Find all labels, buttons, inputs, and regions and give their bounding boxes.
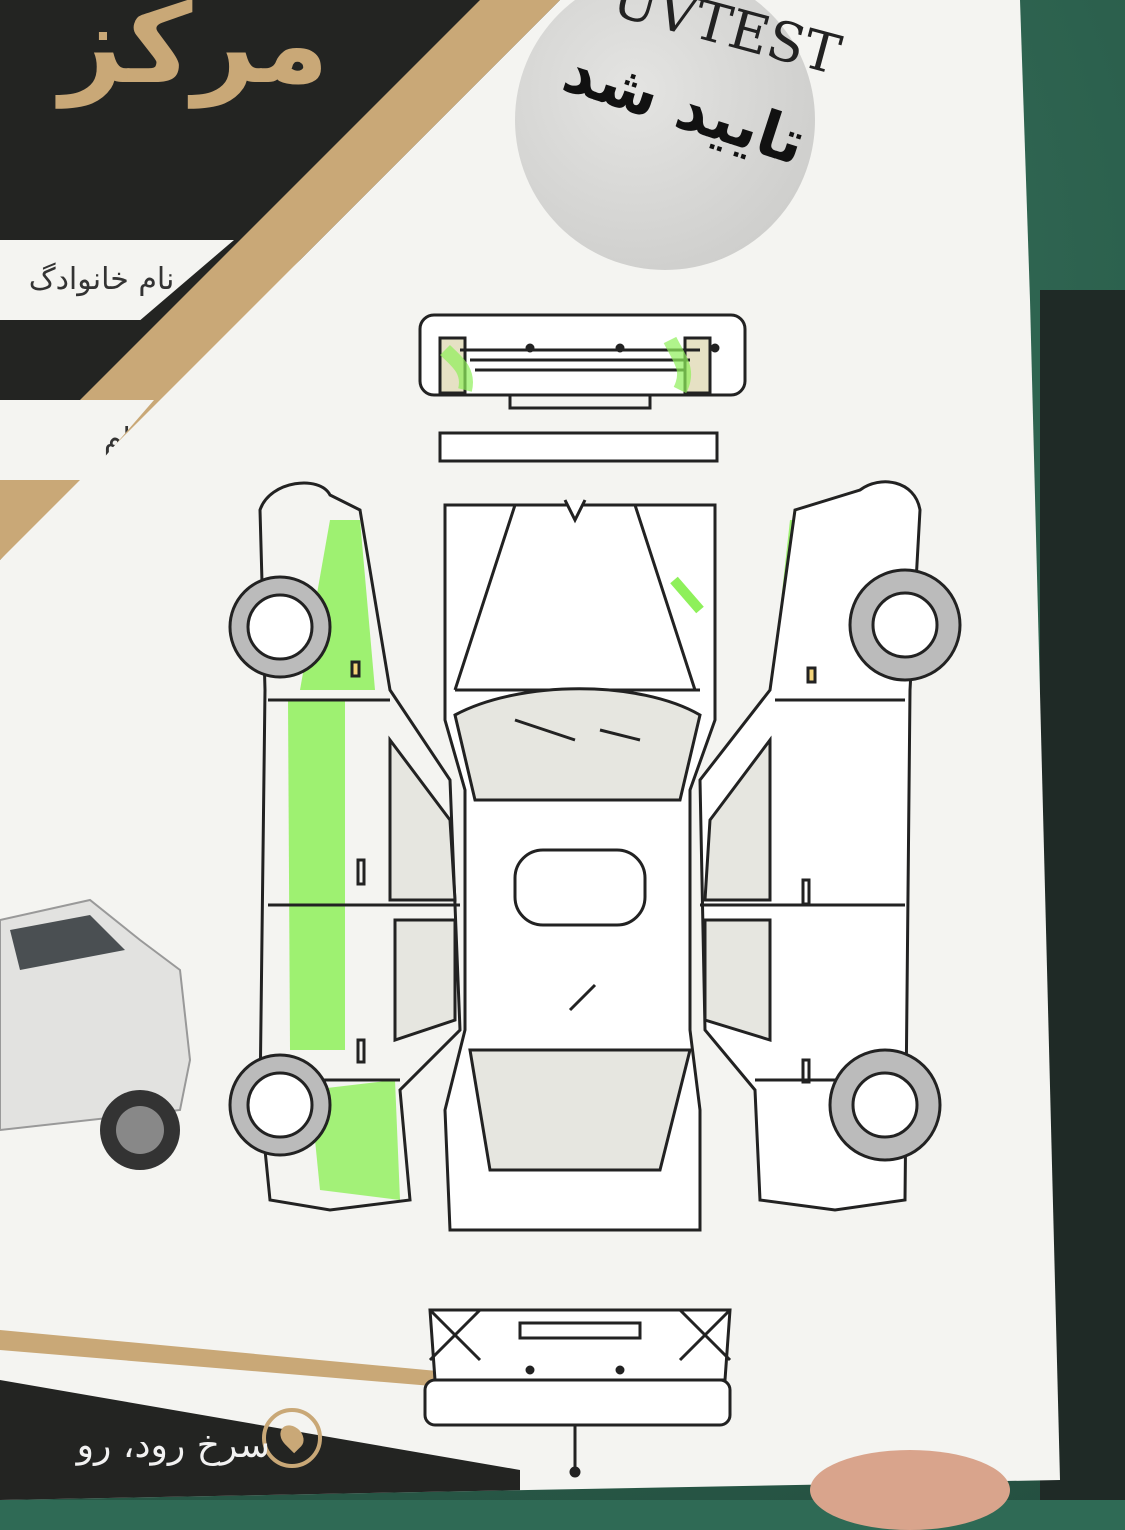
address-text: سرخ رود، رو [76,1425,270,1466]
right-side-view [698,480,962,1212]
left-side-view [228,481,462,1212]
top-view [443,499,717,1232]
car-photo [0,898,192,1170]
rear-bumper-diagram [423,1308,732,1478]
inspection-sheet: مرکز نام نام خانوادگ نام UVTEST تایید شد… [0,0,1060,1500]
approval-stamp [515,0,815,270]
front-grille-strip [438,431,719,463]
finger [810,1450,1010,1530]
location-pin-icon [262,1408,322,1468]
front-bumper-diagram [418,313,747,410]
center-title: مرکز [60,0,329,108]
